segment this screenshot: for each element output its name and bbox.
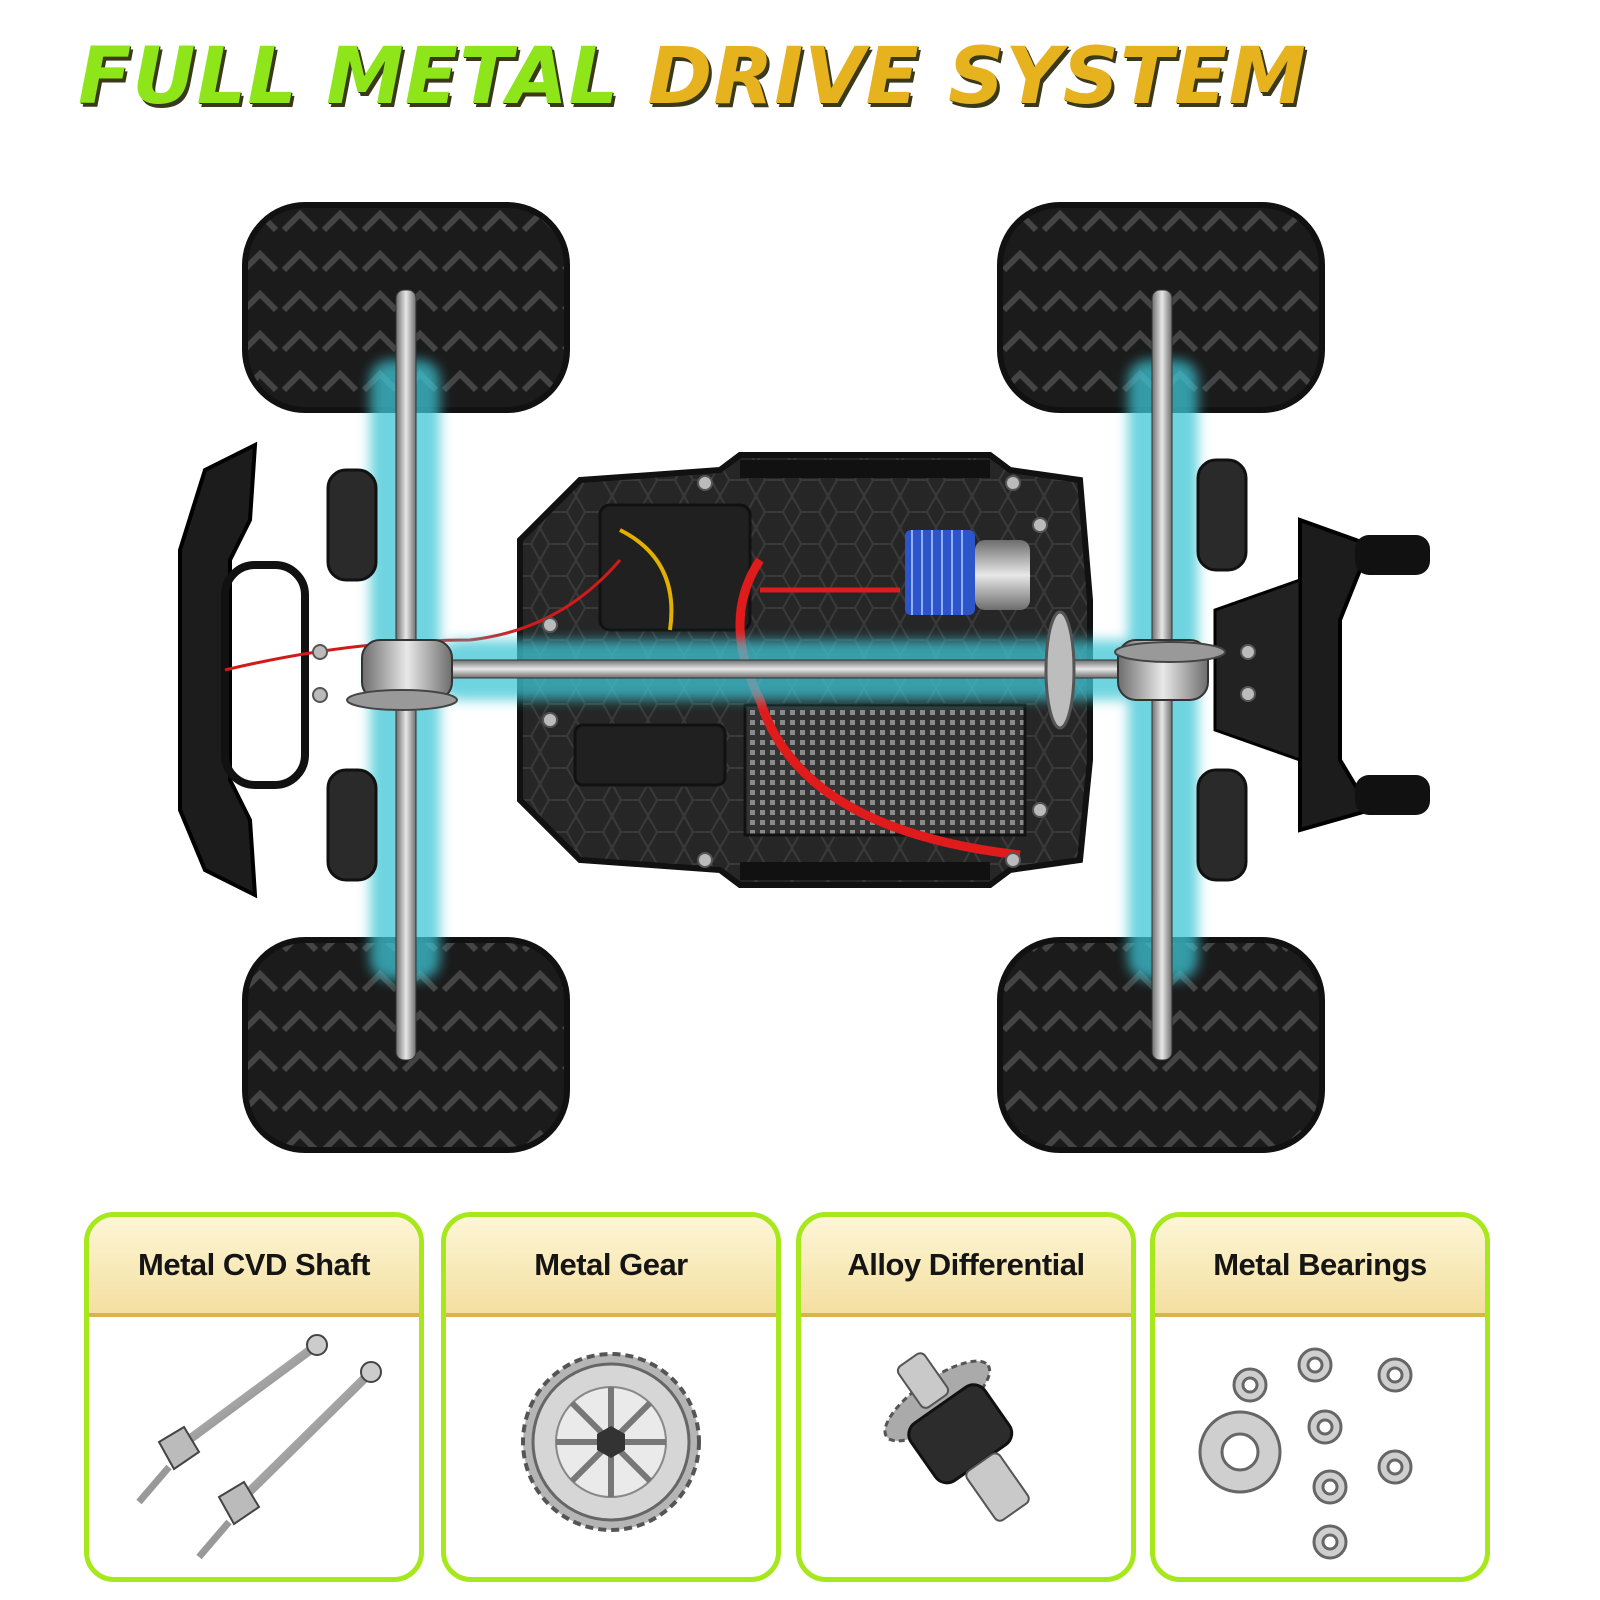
- feature-label: Metal Gear: [446, 1217, 776, 1317]
- motor: [905, 530, 1030, 615]
- center-driveshaft: [439, 659, 1141, 679]
- spur-gear: [1044, 610, 1076, 730]
- right-bumper: [1213, 517, 1430, 833]
- battery-compartment: [743, 703, 1027, 837]
- feature-card-cvd-shaft: Metal CVD Shaft: [84, 1212, 424, 1582]
- spur-gear-icon: [521, 1352, 701, 1532]
- page-title: FULL METAL DRIVE SYSTEM: [78, 32, 1308, 122]
- feature-card-differential: Alloy Differential: [796, 1212, 1136, 1582]
- bearings-icon: [1198, 1347, 1413, 1560]
- cvd-shaft-icon: [136, 1334, 382, 1560]
- differential-icon: [883, 1352, 1030, 1522]
- feature-label: Metal CVD Shaft: [89, 1217, 419, 1317]
- feature-label: Alloy Differential: [801, 1217, 1131, 1317]
- feature-card-gear: Metal Gear: [441, 1212, 781, 1582]
- left-bumper: [178, 441, 258, 899]
- rc-truck-chassis-illustration: [178, 202, 1430, 1153]
- feature-card-bearings: Metal Bearings: [1150, 1212, 1490, 1582]
- shock-absorbers: [326, 458, 1248, 882]
- feature-label: Metal Bearings: [1155, 1217, 1485, 1317]
